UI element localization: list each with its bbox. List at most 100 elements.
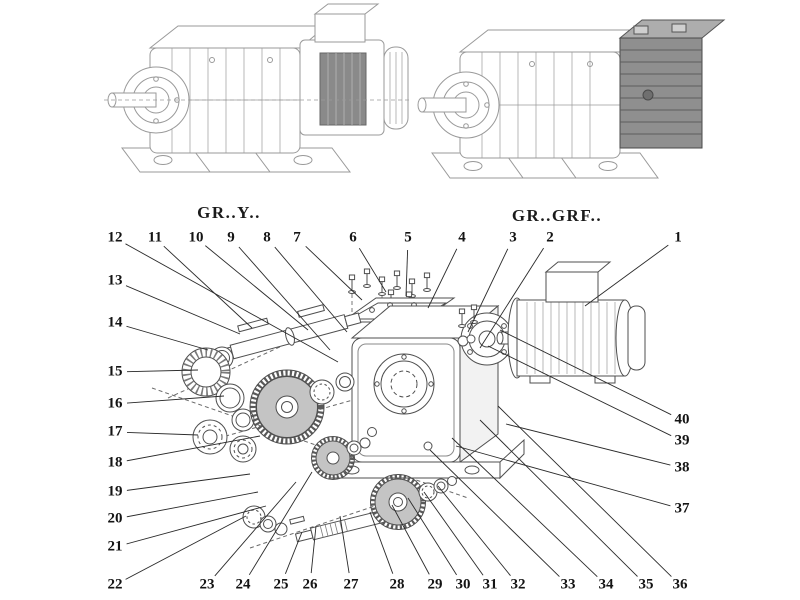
housing-bore	[373, 353, 435, 415]
callout-9: 9	[227, 229, 235, 246]
callout-36: 36	[672, 576, 688, 593]
leader-line-2	[479, 247, 544, 349]
leader-lines	[125, 243, 672, 580]
leader-line-29	[391, 504, 430, 575]
drain-plug	[423, 441, 433, 451]
shaft-key	[297, 304, 325, 318]
washer	[346, 440, 362, 456]
washer	[433, 478, 449, 494]
foot-hole	[598, 161, 618, 171]
foot-hole	[293, 155, 313, 165]
mounting-foot	[329, 461, 501, 479]
output-bearing-stack	[181, 346, 257, 463]
mounting-foot	[499, 438, 525, 480]
callout-37: 37	[674, 500, 690, 517]
retaining-ring	[335, 372, 355, 392]
callout-26: 26	[302, 576, 318, 593]
leader-line-38	[505, 423, 671, 466]
callout-30: 30	[455, 576, 471, 593]
leader-line-35	[479, 419, 638, 577]
callout-15: 15	[107, 363, 123, 380]
callout-24: 24	[235, 576, 251, 593]
leader-line-1	[584, 244, 669, 307]
washer	[259, 515, 277, 533]
shaft-key	[237, 317, 269, 333]
callout-35: 35	[638, 576, 654, 593]
leader-line-4	[427, 248, 458, 309]
retaining-ring	[447, 476, 457, 486]
callout-25: 25	[273, 576, 289, 593]
callout-5: 5	[404, 229, 412, 246]
washer	[359, 437, 371, 449]
leader-line-27	[339, 515, 350, 574]
leader-line-33	[429, 449, 560, 577]
leader-line-3	[467, 248, 509, 333]
callout-2: 2	[546, 229, 554, 246]
motor	[496, 261, 646, 384]
leader-line-21	[126, 505, 267, 545]
output-gear	[249, 369, 325, 445]
foot-hole	[463, 161, 483, 171]
leader-line-31	[423, 491, 484, 576]
leader-line-16	[126, 395, 225, 404]
exploded-view	[151, 261, 646, 549]
leader-line-19	[126, 473, 251, 491]
washer	[466, 334, 476, 344]
output-shaft-stub	[421, 97, 467, 113]
pinion-shaft-assembly	[242, 474, 457, 543]
callout-16: 16	[107, 395, 123, 412]
leader-line-25	[284, 531, 303, 574]
intermediate-gear	[309, 372, 371, 480]
motor-stator	[319, 52, 367, 126]
callout-39: 39	[674, 432, 690, 449]
leader-line-15	[126, 369, 199, 373]
callout-13: 13	[107, 272, 123, 289]
terminal-box	[314, 13, 366, 43]
leader-line-13	[125, 285, 241, 335]
foot-hole	[153, 155, 173, 165]
callout-18: 18	[107, 454, 123, 471]
leader-line-40	[499, 329, 672, 416]
leader-line-20	[126, 491, 259, 518]
leader-line-12	[125, 243, 339, 363]
callout-29: 29	[427, 576, 443, 593]
leader-line-10	[205, 245, 309, 331]
callout-1: 1	[674, 229, 682, 246]
callout-11: 11	[147, 229, 163, 246]
leader-line-28	[369, 511, 394, 574]
callout-17: 17	[107, 423, 123, 440]
callout-20: 20	[107, 510, 123, 527]
leader-line-8	[274, 246, 348, 333]
output-shaft	[212, 304, 362, 363]
callout-6: 6	[349, 229, 357, 246]
leader-line-34	[451, 437, 598, 578]
leader-line-14	[126, 325, 209, 351]
callout-34: 34	[598, 576, 614, 593]
motor-block	[619, 37, 703, 149]
leader-line-11	[163, 245, 253, 329]
callout-8: 8	[263, 229, 271, 246]
washer	[457, 335, 469, 347]
callout-3: 3	[509, 229, 517, 246]
leader-line-23	[214, 481, 297, 577]
variant-label-gr-grf: GR..GRF..	[511, 206, 603, 225]
callout-23: 23	[199, 576, 215, 593]
leader-line-6	[358, 247, 387, 293]
callout-27: 27	[343, 576, 359, 593]
callout-32: 32	[510, 576, 526, 593]
ball-bearing	[192, 419, 228, 455]
leader-line-17	[126, 431, 199, 436]
callout-40: 40	[674, 411, 690, 428]
leader-line-36	[497, 405, 672, 577]
callout-10: 10	[188, 229, 204, 246]
oil-sight-glass	[367, 427, 377, 437]
leader-line-26	[310, 525, 317, 574]
callout-31: 31	[482, 576, 498, 593]
motor-body	[516, 299, 626, 377]
callout-33: 33	[560, 576, 576, 593]
callout-7: 7	[293, 229, 301, 246]
leader-line-24	[248, 471, 313, 576]
leader-line-7	[305, 245, 363, 301]
